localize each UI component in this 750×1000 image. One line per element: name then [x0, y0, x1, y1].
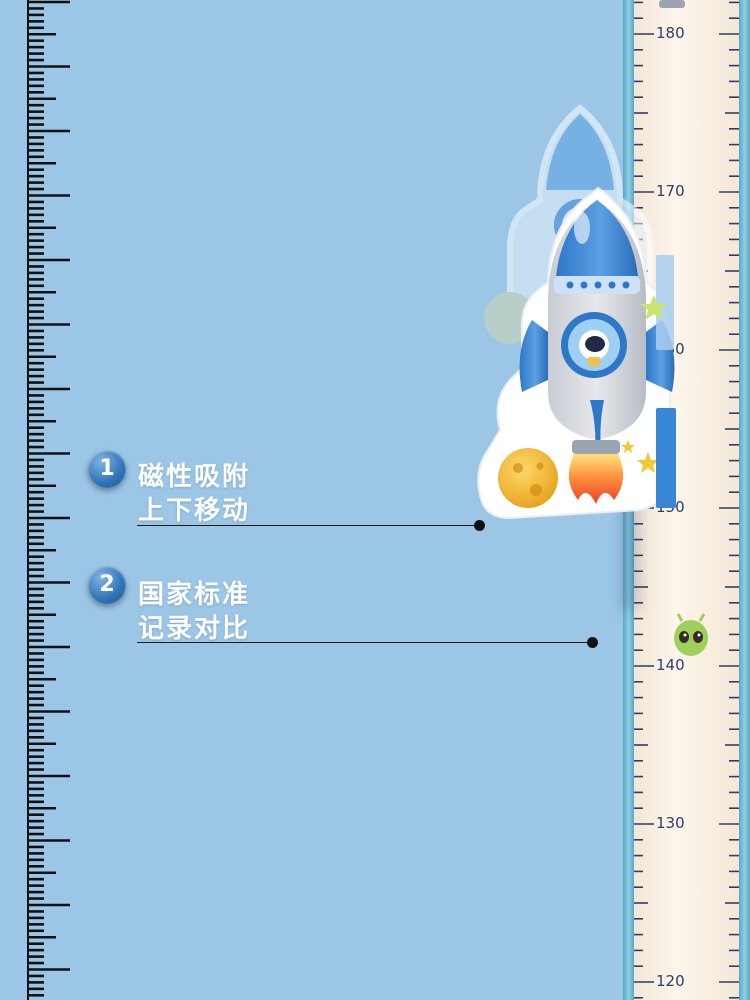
- feature-magnetic: 1 磁性吸附 上下移动: [88, 450, 648, 560]
- feature-line-2: 记录对比: [138, 614, 251, 644]
- star-icon: [621, 440, 659, 473]
- left-ruler: [0, 0, 90, 1000]
- rocket-slider-illustration: [477, 104, 676, 520]
- feature-line-2: 上下移动: [138, 496, 251, 526]
- ruler-label: 120: [656, 972, 685, 990]
- feature-line-1: 国家标准: [138, 580, 251, 610]
- callout-dot-2: [587, 637, 598, 648]
- ruler-label: 130: [656, 814, 685, 832]
- rocket-icon: [477, 186, 676, 520]
- planet-icon: [498, 448, 558, 508]
- ruler-label: 140: [656, 656, 685, 674]
- feature-line-1: 磁性吸附: [138, 462, 251, 492]
- car-icon: [659, 0, 685, 8]
- callout-line-2: [137, 642, 592, 643]
- astronaut-icon: [579, 330, 609, 366]
- ruler-label: 180: [656, 24, 685, 42]
- feature-number-badge: 2: [88, 566, 126, 604]
- feature-number-badge: 1: [88, 450, 126, 488]
- callout-line-1: [137, 525, 480, 526]
- callout-dot-1: [474, 520, 485, 531]
- feature-standard: 2 国家标准 记录对比: [88, 566, 648, 676]
- alien-icon: [674, 613, 708, 656]
- ruler-label: 170: [656, 182, 685, 200]
